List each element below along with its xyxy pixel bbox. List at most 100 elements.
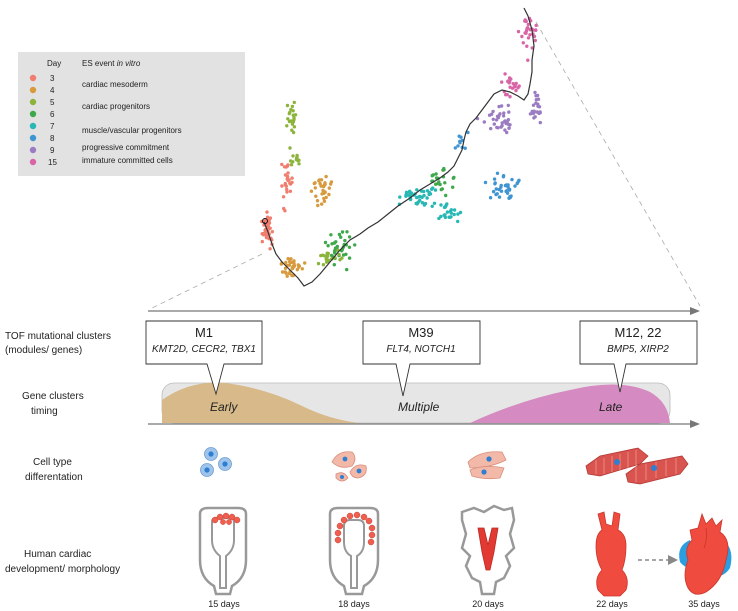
scatter-point	[439, 187, 443, 192]
scatter-point	[268, 247, 272, 251]
scatter-point	[482, 120, 486, 124]
scatter-point	[330, 242, 334, 246]
tof-label-line2: (modules/ genes)	[5, 345, 82, 356]
scatter-point	[290, 180, 294, 185]
scatter-point	[297, 264, 302, 268]
scatter-point	[414, 201, 418, 206]
scatter-point	[284, 260, 288, 265]
scatter-point	[497, 195, 502, 199]
module-callout-m12-22: M12, 22 BMP5, XIRP2	[579, 320, 698, 393]
scatter-point	[422, 193, 426, 198]
scatter-point	[324, 174, 328, 179]
embryo-18-days	[328, 506, 380, 596]
scatter-point	[288, 110, 292, 115]
timing-multiple: Multiple	[398, 400, 440, 414]
scatter-point	[513, 83, 517, 88]
cell-progenitor-cluster	[200, 447, 232, 477]
scatter-point	[537, 105, 542, 109]
timeline-axis-top	[148, 307, 700, 315]
scatter-point	[503, 128, 507, 132]
scatter-point	[327, 192, 331, 197]
embryo-15-days	[198, 506, 248, 596]
scatter-point	[324, 195, 328, 200]
scatter-point	[280, 270, 285, 274]
heart-tube-22-days	[595, 511, 628, 597]
scatter-point	[316, 261, 321, 266]
scatter-point	[286, 171, 290, 175]
scatter-point	[495, 171, 500, 175]
scatter-point	[287, 178, 291, 182]
scatter-point	[501, 175, 506, 179]
module-callout-m39: M39 FLT4, NOTCH1	[362, 320, 481, 397]
scatter-point	[491, 117, 495, 122]
scatter-point	[503, 183, 508, 188]
scatter-point	[503, 119, 507, 123]
scatter-point	[442, 166, 446, 171]
pseudotime-scatter	[260, 16, 542, 278]
module-m1-title: M1	[195, 325, 213, 340]
scatter-point	[260, 232, 264, 236]
scatter-point	[497, 104, 501, 109]
scatter-point	[505, 130, 509, 135]
scatter-point	[345, 230, 349, 234]
legend-swatch-day-5	[29, 98, 37, 106]
legend-day-3: 3	[50, 74, 55, 83]
cell-mature-cardiomyocytes	[585, 447, 689, 485]
scatter-point	[433, 188, 438, 192]
scatter-point	[316, 203, 320, 208]
scatter-point	[425, 196, 429, 200]
scatter-point	[326, 244, 330, 248]
legend-swatch-day-4	[29, 86, 37, 94]
scatter-point	[496, 126, 500, 130]
scatter-point	[494, 187, 498, 191]
legend-day-entries: 3 4 5 6 7 8 9 15	[29, 74, 57, 167]
scatter-point	[493, 181, 497, 185]
arrow-right-icon	[668, 555, 678, 565]
legend-background	[18, 52, 245, 176]
legend-event-muscle-vascular-progenitors: muscle/vascular progenitors	[82, 126, 182, 135]
scatter-point	[322, 254, 327, 258]
development-arrow	[638, 555, 678, 565]
scatter-point	[535, 93, 540, 98]
scatter-point	[508, 80, 512, 84]
scatter-point	[286, 257, 290, 261]
scatter-point	[437, 180, 441, 184]
scatter-point	[523, 18, 527, 22]
legend-swatch-day-7	[29, 122, 37, 130]
scatter-point	[290, 104, 295, 109]
legend-event-progressive-commitment: progressive commitment	[82, 143, 170, 152]
scatter-point	[265, 234, 269, 238]
legend-swatch-day-6	[29, 110, 37, 118]
legend-event-immature-committed-cells: immature committed cells	[82, 156, 173, 165]
scatter-point	[347, 235, 352, 239]
scatter-point	[315, 199, 320, 203]
cell-early-cardiomyocytes	[331, 451, 367, 482]
scatter-point	[296, 158, 300, 163]
cell-label-line1: Cell type	[33, 457, 72, 468]
scatter-point	[538, 120, 542, 125]
scatter-point	[526, 22, 530, 27]
scatter-point	[289, 163, 294, 167]
timing-late: Late	[599, 400, 623, 414]
scatter-point	[490, 112, 494, 116]
scatter-point	[320, 202, 324, 206]
scatter-point	[513, 184, 517, 188]
scatter-point	[340, 230, 345, 234]
scatter-point	[506, 185, 510, 189]
scatter-point	[463, 146, 467, 150]
scatter-point	[337, 252, 341, 257]
scatter-point	[327, 186, 331, 190]
scatter-point	[286, 117, 290, 121]
scatter-point	[265, 210, 269, 214]
scatter-point	[300, 267, 304, 271]
module-callout-m1: M1 KMT2D, CECR2, TBX1	[145, 320, 263, 396]
scatter-point	[427, 190, 431, 195]
scatter-point	[525, 27, 529, 31]
module-m12-22-title: M12, 22	[615, 325, 662, 340]
scatter-point	[322, 199, 327, 203]
scatter-point	[452, 212, 456, 217]
scatter-point	[501, 114, 506, 118]
day-label-22: 22 days	[596, 599, 628, 609]
scatter-point	[293, 113, 298, 117]
